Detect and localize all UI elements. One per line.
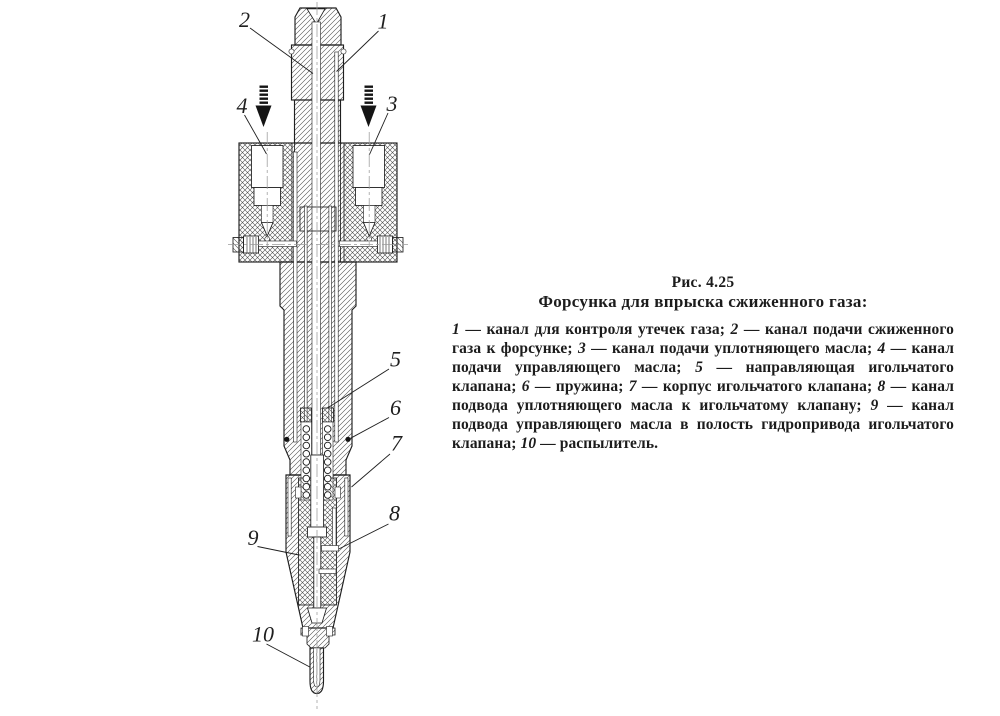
legend-text: — распылитель. [536, 435, 659, 452]
legend-num: 10 [520, 435, 537, 452]
oil-pocket-right [334, 486, 341, 499]
o-ring-left [288, 48, 295, 55]
callout-4: 4 [237, 93, 248, 118]
leader-9 [257, 546, 300, 556]
legend-num: 1 [452, 321, 460, 338]
leader-8 [338, 523, 389, 550]
legend-num: 2 [730, 321, 739, 338]
housing-groove-left [287, 477, 292, 537]
central-gas-bore [311, 21, 321, 456]
figure-caption: Рис. 4.25 Форсунка для впрыска сжиженног… [452, 274, 954, 453]
sealing-oil-passage [321, 545, 339, 552]
cross-passage [318, 568, 337, 574]
figure-title: Форсунка для впрыска сжиженного газа: [538, 292, 868, 311]
housing-groove-right [344, 477, 349, 537]
flow-arrow-icon-left [255, 85, 272, 127]
leader-4 [244, 114, 267, 155]
leader-6 [349, 417, 390, 440]
callout-3: 3 [386, 91, 398, 116]
section-dot-left [284, 436, 290, 442]
o-ring-right [340, 48, 347, 55]
centerlines [228, 2, 408, 709]
legend-text: — канал подачи уплотняющего масла; [585, 340, 878, 357]
spring [302, 425, 332, 499]
needle-seat [306, 607, 328, 624]
legend-text: — корпус игольчатого клапана; [636, 378, 878, 395]
callouts: 1 2 3 4 5 6 7 8 9 10 [237, 7, 404, 647]
leader-1 [336, 30, 379, 72]
callout-9: 9 [248, 525, 259, 550]
legend-text: — канал подачи управляющего масла; [452, 340, 954, 376]
legend-text: — пружина; [529, 378, 629, 395]
oil-channel-left [293, 151, 298, 443]
leader-lines [244, 27, 391, 668]
legend-num: 3 [577, 340, 586, 357]
legend-num: 6 [521, 378, 530, 395]
figure-label: Рис. 4.25 [671, 274, 735, 291]
callout-6: 6 [390, 395, 401, 420]
legend-num: 7 [628, 378, 637, 395]
sealing-oil-channel [332, 507, 337, 547]
legend-num: 4 [877, 340, 886, 357]
injector-cross-section-drawing: 1 2 3 4 5 6 7 8 9 10 [228, 2, 408, 709]
inner-bushing [299, 206, 337, 232]
legend-num: 8 [877, 378, 886, 395]
leader-7 [351, 453, 391, 488]
callout-1: 1 [378, 9, 389, 34]
needle-guide-left [300, 407, 312, 423]
legend-num: 5 [695, 359, 703, 376]
callout-10: 10 [252, 622, 274, 647]
figure-legend: 1 — канал для контроля утечек газа; 2 — … [452, 320, 954, 453]
oil-pocket-left [295, 486, 302, 499]
leak-control-channel [334, 51, 339, 443]
leader-2 [249, 27, 314, 74]
collar-notch-left [302, 626, 309, 637]
leader-10 [266, 643, 311, 668]
needle-guide-right [322, 407, 334, 423]
section-dot-right [345, 436, 351, 442]
collar-notch-right [326, 626, 333, 637]
top-counterbore [306, 8, 326, 25]
callout-7: 7 [391, 431, 403, 456]
leader-3 [369, 112, 389, 155]
legend-text: — канал подачи сжиженного газа к форсунк… [452, 321, 954, 357]
flow-arrow-icon-right [360, 85, 377, 127]
legend-text: — канал подвода управляющего масла в пол… [452, 397, 954, 452]
legend-text: — канал для контроля утечек газа; [459, 321, 731, 338]
callout-8: 8 [389, 501, 400, 526]
leader-5 [327, 368, 390, 409]
callout-2: 2 [239, 7, 250, 32]
legend-text: — направляющая игольчатого клапана; [452, 359, 954, 395]
legend-text: — канал подвода уплотняющего масла к иго… [452, 378, 955, 414]
legend-num: 9 [870, 397, 879, 414]
callout-5: 5 [390, 347, 401, 372]
